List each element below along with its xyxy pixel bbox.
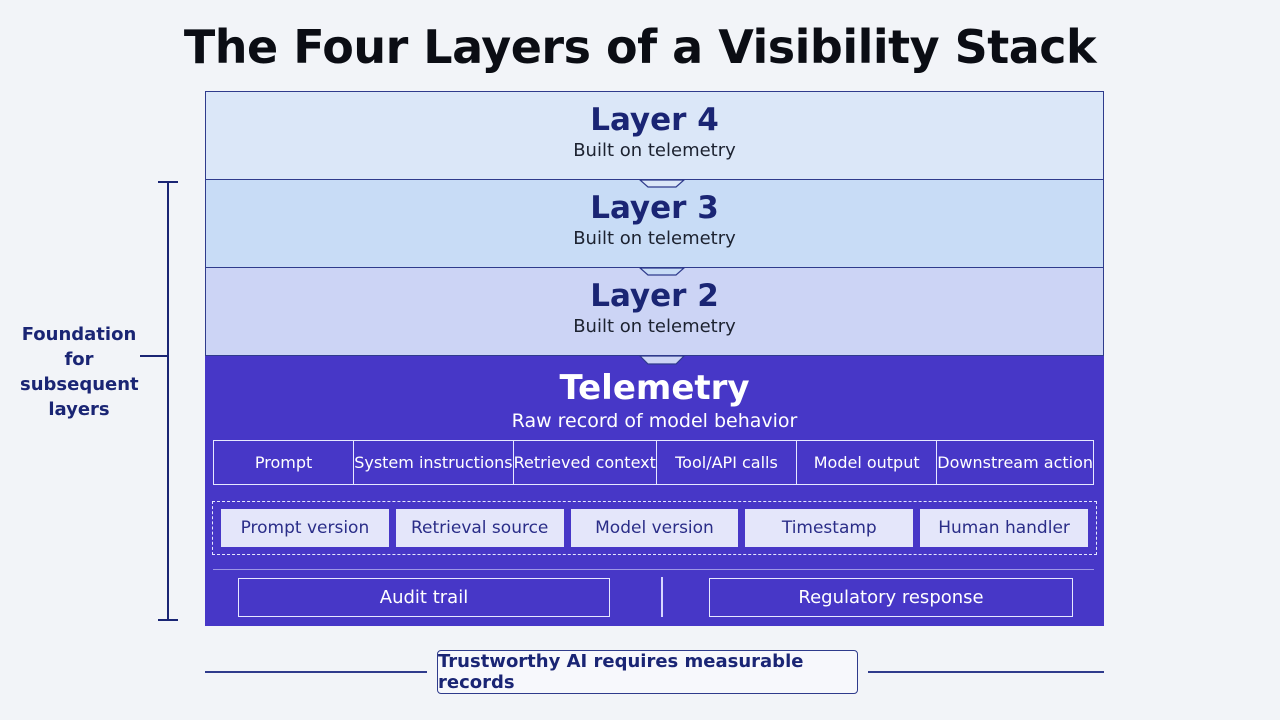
layer-2-name: Layer 2 [590, 278, 719, 314]
input-prompt: Prompt [214, 441, 355, 484]
outputs-divider [661, 577, 663, 617]
telemetry-inputs-row: Prompt System instructions Retrieved con… [213, 440, 1094, 485]
layer-4: Layer 4 Built on telemetry [205, 91, 1104, 180]
input-tool-api-calls: Tool/API calls [657, 441, 798, 484]
layer-3: Layer 3 Built on telemetry [205, 179, 1104, 268]
layer-4-description: Built on telemetry [573, 140, 736, 161]
metadata-prompt-version: Prompt version [221, 509, 389, 547]
output-audit-trail: Audit trail [238, 578, 610, 617]
input-retrieved-context: Retrieved context [514, 441, 657, 484]
foundation-label-line-1: Foundation [21, 324, 137, 345]
metadata-timestamp: Timestamp [745, 509, 914, 547]
layer-2: Layer 2 Built on telemetry [205, 267, 1104, 356]
telemetry-name: Telemetry [559, 368, 750, 408]
input-model-output: Model output [797, 441, 938, 484]
input-system-instructions: System instructions [354, 441, 514, 484]
metadata-model-version: Model version [570, 509, 739, 547]
foundation-label-line-4: layers [48, 399, 110, 420]
footer-rule-right [868, 671, 1104, 673]
metadata-retrieval-source: Retrieval source [395, 509, 564, 547]
layer-4-name: Layer 4 [590, 102, 719, 138]
layer-3-description: Built on telemetry [573, 228, 736, 249]
layer-3-name: Layer 3 [590, 190, 719, 226]
diagram-title: The Four Layers of a Visibility Stack [183, 20, 1097, 74]
foundation-label-line-2: for [64, 349, 94, 370]
foundation-label-line-3: subsequent [20, 374, 139, 395]
footer-statement: Trustworthy AI requires measurable recor… [437, 650, 858, 694]
input-downstream-action: Downstream action [937, 453, 1094, 472]
metadata-human-handler: Human handler [920, 509, 1088, 547]
telemetry-divider [213, 569, 1094, 570]
telemetry-layer: Telemetry Raw record of model behavior [205, 356, 1104, 626]
telemetry-metadata-row: Prompt version Retrieval source Model ve… [212, 501, 1097, 555]
footer-rule-left [205, 671, 427, 673]
layer-2-description: Built on telemetry [573, 316, 736, 337]
output-regulatory-response: Regulatory response [709, 578, 1073, 617]
foundation-label: Foundation for subsequent layers [20, 322, 139, 422]
telemetry-description: Raw record of model behavior [511, 410, 798, 432]
